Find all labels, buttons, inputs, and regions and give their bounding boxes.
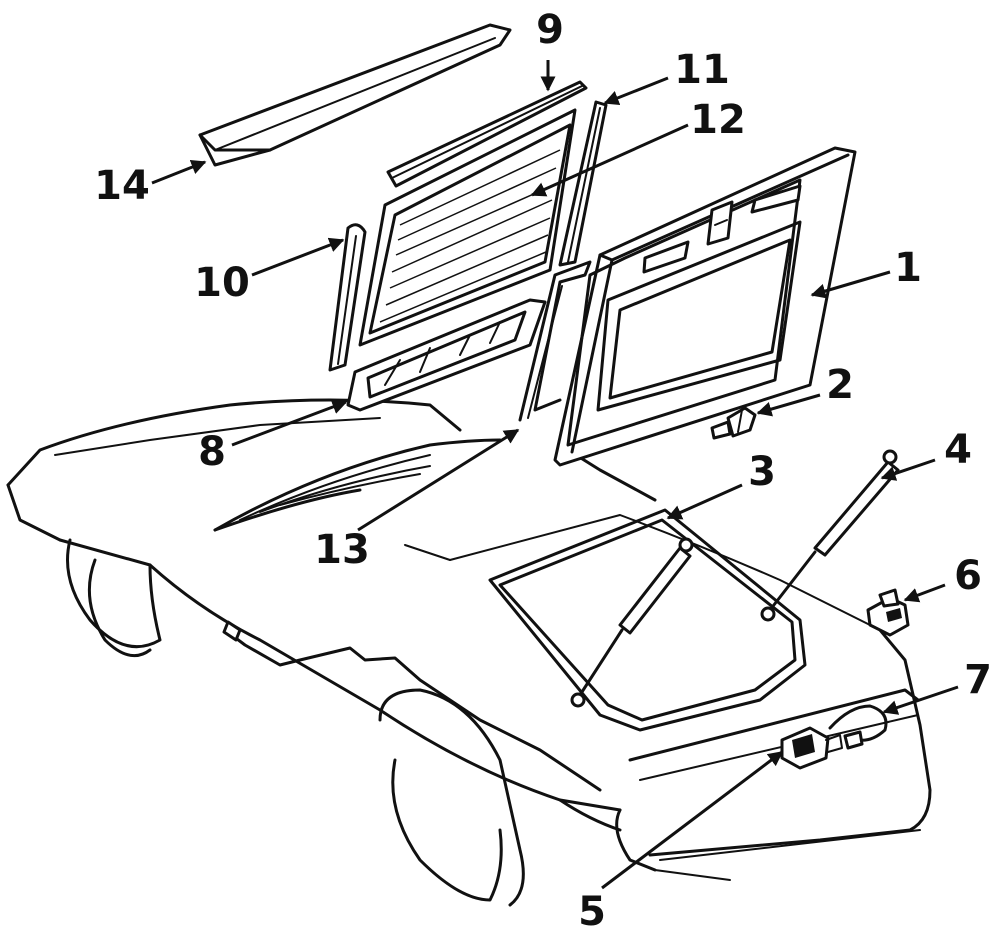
latch bbox=[866, 588, 910, 637]
leader-10 bbox=[251, 237, 345, 277]
lower-glass-panel bbox=[346, 298, 547, 412]
leader-13 bbox=[357, 428, 520, 532]
leader-12 bbox=[530, 123, 689, 197]
callout-9: 9 bbox=[536, 7, 564, 53]
leader-3 bbox=[666, 483, 743, 520]
leader-1 bbox=[810, 270, 891, 299]
callout-13: 13 bbox=[314, 527, 370, 573]
upper-glass-molding bbox=[386, 80, 588, 188]
leader-14 bbox=[151, 160, 207, 185]
callout-5: 5 bbox=[578, 889, 606, 935]
hatch-seal bbox=[518, 260, 592, 422]
gas-strut-left bbox=[570, 537, 694, 708]
hatch-opening-weatherstrip bbox=[488, 508, 807, 732]
bumper-stop bbox=[710, 406, 757, 440]
leader-8 bbox=[231, 399, 348, 447]
callout-labels: 1 2 3 4 5 6 7 8 9 10 11 12 13 14 bbox=[94, 7, 992, 935]
callout-11: 11 bbox=[674, 47, 730, 93]
leader-7 bbox=[882, 685, 959, 715]
side-glass-molding-right bbox=[558, 100, 608, 267]
callout-14: 14 bbox=[94, 163, 150, 209]
callout-4: 4 bbox=[944, 427, 972, 473]
leader-lines bbox=[151, 60, 959, 890]
callout-8: 8 bbox=[198, 429, 226, 475]
rear-release-cable bbox=[828, 704, 888, 750]
hatch-frame bbox=[553, 146, 857, 467]
leader-4 bbox=[880, 458, 936, 481]
callout-1: 1 bbox=[894, 245, 922, 291]
gas-strut-right bbox=[760, 449, 900, 622]
leader-11 bbox=[603, 76, 669, 105]
callout-10: 10 bbox=[194, 260, 250, 306]
leader-2 bbox=[756, 393, 821, 417]
callout-2: 2 bbox=[826, 362, 854, 408]
callout-12: 12 bbox=[690, 97, 746, 143]
callout-6: 6 bbox=[954, 553, 982, 599]
leader-6 bbox=[903, 583, 946, 603]
release-cable bbox=[222, 620, 602, 792]
spoiler bbox=[198, 23, 512, 167]
callout-3: 3 bbox=[748, 449, 776, 495]
callout-7: 7 bbox=[964, 657, 992, 703]
car-body bbox=[6, 398, 932, 907]
side-glass-molding-left bbox=[328, 223, 367, 372]
leader-5 bbox=[601, 750, 784, 890]
hatch-glass bbox=[358, 108, 577, 347]
